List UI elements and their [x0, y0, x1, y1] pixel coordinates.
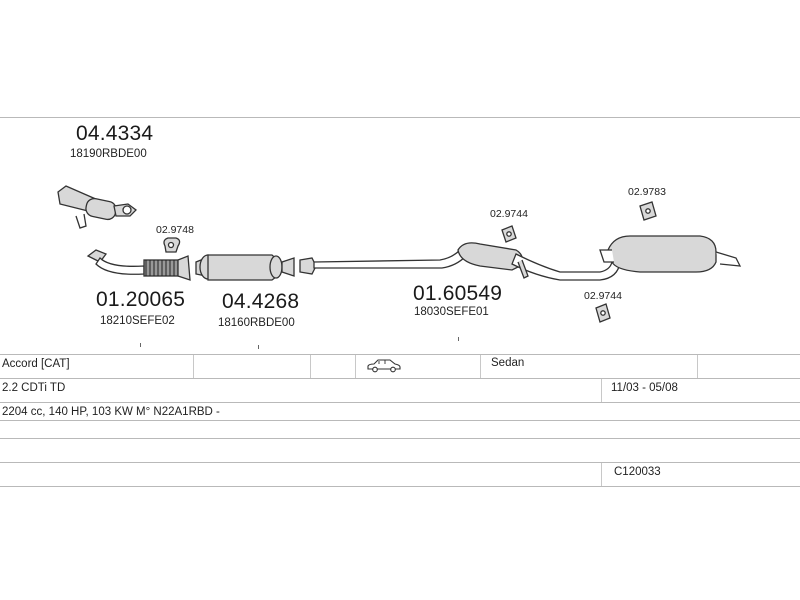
part-number-mount-rear: 02.9783: [628, 186, 666, 198]
table-col-divider: [601, 379, 602, 402]
table-row-divider: [0, 402, 800, 403]
table-col-divider: [480, 355, 481, 378]
tick-mark: [140, 343, 141, 347]
engine-variant: 2.2 CDTi TD: [2, 382, 66, 394]
rear-silencer-drawing: [599, 235, 742, 273]
table-bottom-border: [0, 486, 800, 487]
table-row-divider: [0, 420, 800, 421]
oem-number-front-pipe-assembly: 18190RBDE00: [70, 148, 147, 160]
table-row-divider: [0, 378, 800, 379]
production-period: 11/03 - 05/08: [611, 382, 678, 394]
oem-number-catalyst: 18160RBDE00: [218, 317, 295, 329]
mount-rear-drawing: [639, 201, 657, 221]
tick-mark: [458, 337, 459, 341]
front-pipe-assembly-drawing: [57, 185, 137, 229]
part-number-catalyst: 04.4268: [222, 290, 300, 313]
part-number-front-pipe-assembly: 04.4334: [76, 122, 154, 145]
part-number-mount-middle: 02.9744: [490, 208, 528, 220]
table-col-divider: [310, 355, 311, 378]
body-type: Sedan: [491, 357, 525, 369]
middle-silencer-drawing: [299, 242, 621, 281]
table-col-divider: [193, 355, 194, 378]
oem-number-middle-silencer: 18030SEFE01: [414, 306, 489, 318]
table-col-divider: [601, 463, 602, 486]
mount-middle-drawing: [501, 225, 517, 243]
engine-specs: 2204 cc, 140 HP, 103 KW M° N22A1RBD -: [2, 406, 220, 418]
front-pipe-drawing: [86, 249, 191, 281]
catalyst-drawing: [195, 254, 295, 281]
part-number-mount-lower: 02.9744: [584, 290, 622, 302]
part-number-clamp-front: 02.9748: [156, 224, 194, 236]
sedan-car-icon: [367, 359, 401, 373]
table-row-divider: [0, 438, 800, 439]
table-row-divider: [0, 462, 800, 463]
part-number-front-pipe: 01.20065: [96, 288, 186, 311]
table-col-divider: [697, 355, 698, 378]
table-top-border: [0, 354, 800, 355]
vehicle-model: Accord [CAT]: [2, 358, 70, 370]
clamp-front-drawing: [163, 237, 181, 253]
oem-number-front-pipe: 18210SEFE02: [100, 315, 175, 327]
tick-mark: [258, 345, 259, 349]
part-number-middle-silencer: 01.60549: [413, 282, 503, 305]
mount-lower-drawing: [595, 303, 611, 323]
table-col-divider: [355, 355, 356, 378]
catalogue-code: C120033: [614, 466, 661, 478]
top-border: [0, 117, 800, 118]
